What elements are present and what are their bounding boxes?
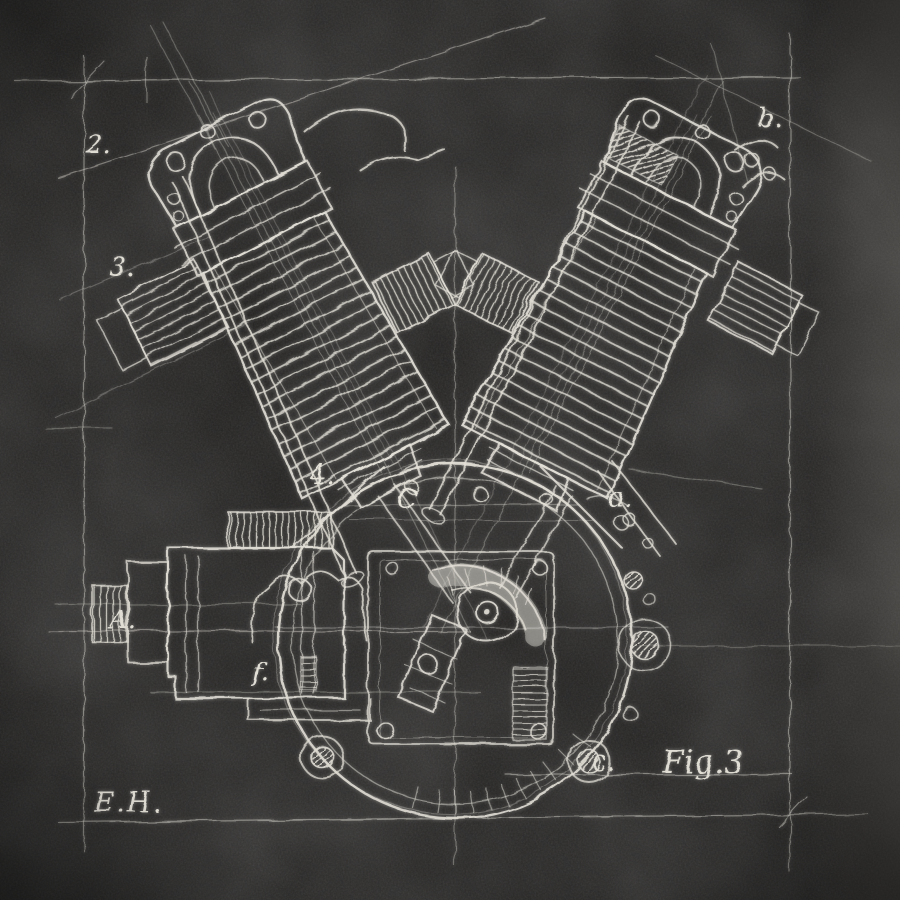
blueprint-canvas: 2. 3. 4. A. f. C a. b. c. Fig.3 E.H. — [0, 0, 900, 900]
artwork-frame: 2. 3. 4. A. f. C a. b. c. Fig.3 E.H. — [0, 0, 900, 900]
vignette — [0, 0, 900, 900]
